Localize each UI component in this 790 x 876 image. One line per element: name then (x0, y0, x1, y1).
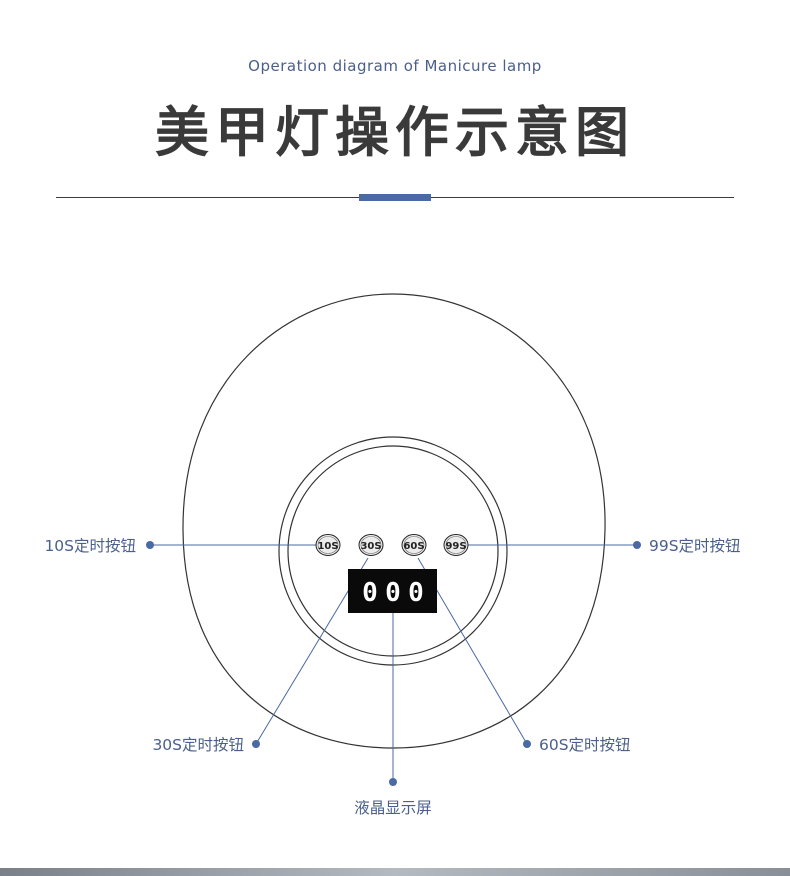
timer-button-30s-label: 30S (360, 541, 381, 552)
lcd-display: 0 0 0 (348, 569, 437, 613)
header-divider-accent (359, 194, 431, 201)
callout-label-30s: 30S定时按钮 (152, 736, 244, 754)
diagram-title: 美甲灯操作示意图 (155, 101, 635, 164)
timer-button-10s-label: 10S (317, 541, 338, 552)
timer-button-60s-label: 60S (403, 541, 424, 552)
timer-button-99s-label: 99S (445, 541, 466, 552)
diagram-subtitle: Operation diagram of Manicure lamp (248, 57, 542, 75)
timer-button-10s[interactable]: 10S (315, 534, 341, 556)
timer-button-30s[interactable]: 30S (358, 534, 384, 556)
leader-dot-60s (523, 740, 531, 748)
timer-button-60s[interactable]: 60S (401, 534, 427, 556)
lcd-digit-3: 0 (408, 578, 424, 608)
callout-label-10s: 10S定时按钮 (44, 537, 136, 555)
leader-dot-10s (146, 541, 154, 549)
callout-label-60s: 60S定时按钮 (539, 736, 631, 754)
lcd-digit-2: 0 (385, 578, 401, 608)
timer-button-99s[interactable]: 99S (443, 534, 469, 556)
lcd-digit-1: 0 (362, 578, 378, 608)
lamp-body-outline (182, 293, 606, 749)
callout-label-99s: 99S定时按钮 (649, 537, 741, 555)
bottom-band (0, 868, 790, 876)
callout-label-lcd: 液晶显示屏 (354, 799, 432, 817)
leader-dot-99s (633, 541, 641, 549)
leader-dot-lcd (389, 778, 397, 786)
leader-dot-30s (252, 740, 260, 748)
